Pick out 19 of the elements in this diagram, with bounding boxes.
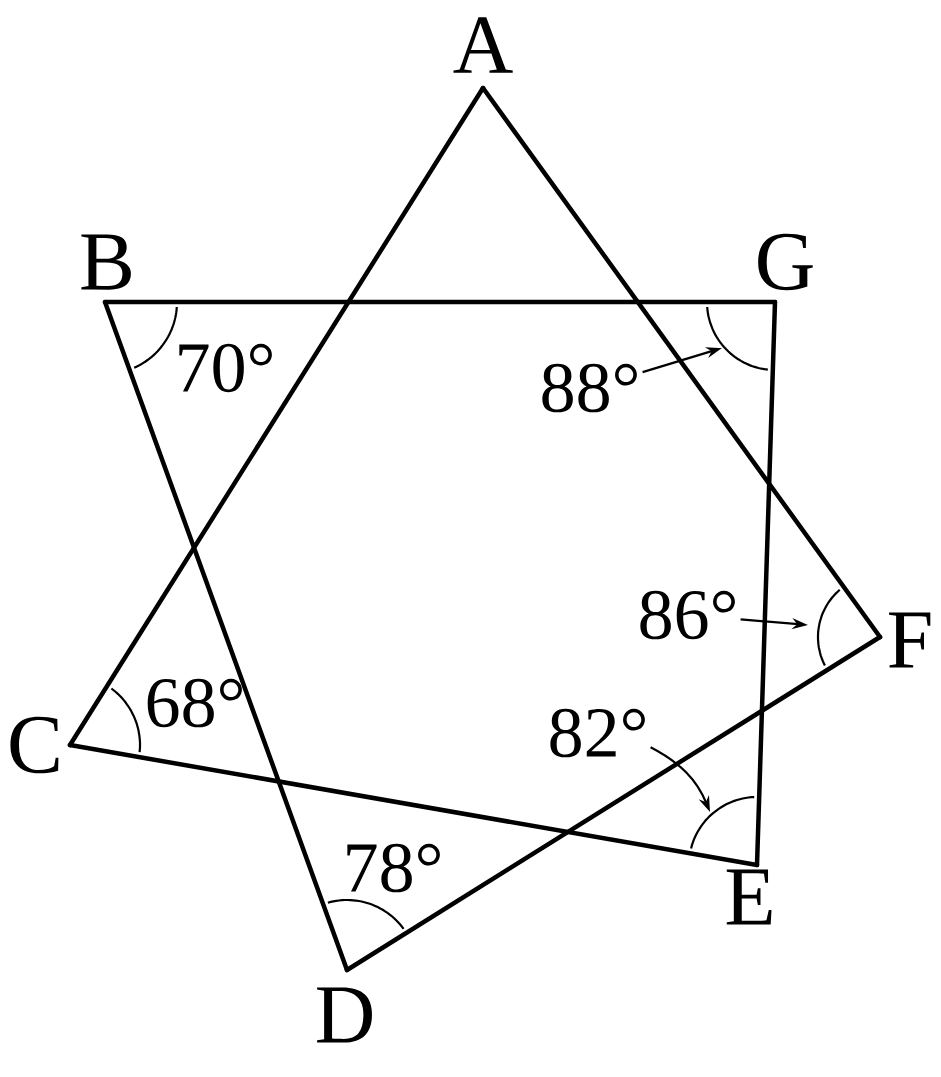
angle-label: 86° (640, 590, 735, 640)
angle-label: 68° (147, 678, 242, 728)
vertex-label: E (726, 869, 772, 925)
vertex-label: B (81, 234, 131, 290)
line-segment (344, 634, 883, 973)
angle-arc (816, 589, 841, 666)
line-segment (102, 299, 350, 973)
angle-label: 82° (550, 708, 645, 758)
vertex-label: D (317, 987, 372, 1043)
vertex-label: C (10, 716, 59, 774)
angle-label: 88° (542, 363, 637, 413)
angle-label: 70° (179, 343, 272, 393)
line-segment (754, 299, 778, 868)
vertex-label: A (453, 17, 513, 73)
angle-label: 78° (347, 843, 440, 893)
angle-arc (690, 796, 755, 849)
vertex-label: F (889, 612, 931, 668)
vertex-label: G (758, 233, 813, 291)
angle-arc (706, 306, 768, 371)
